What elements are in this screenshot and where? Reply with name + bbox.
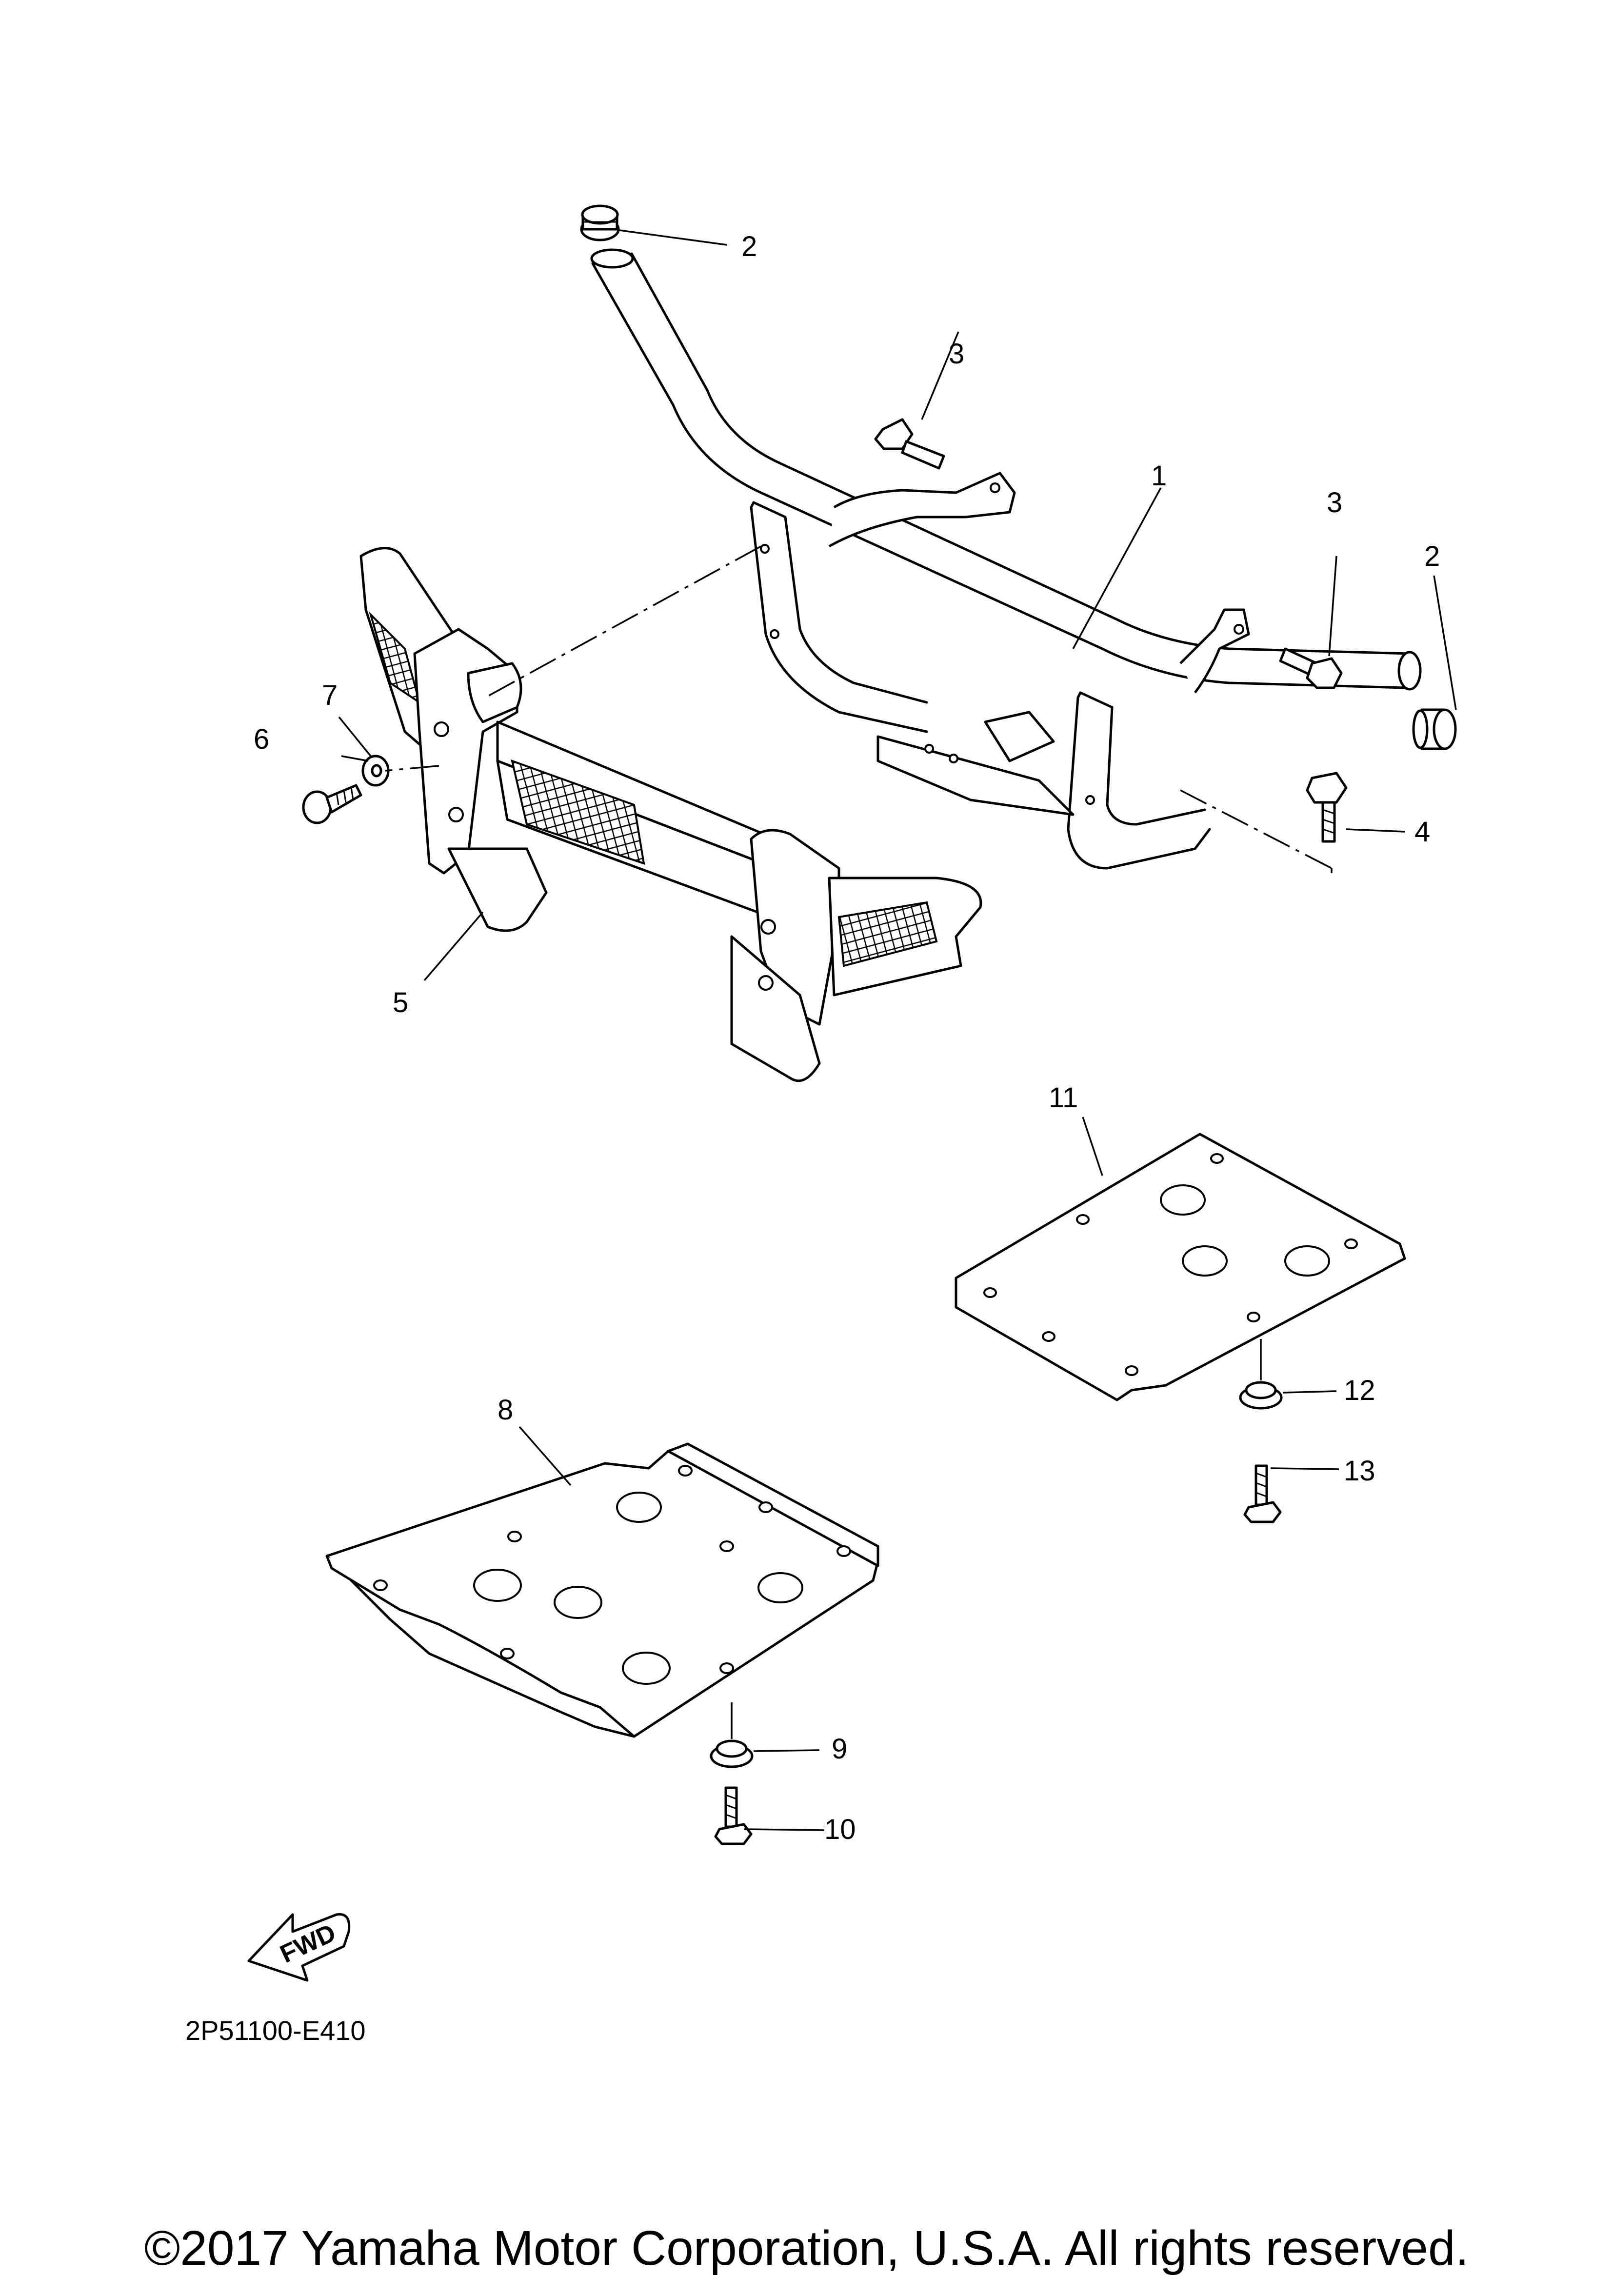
callout-8: 8	[498, 1394, 513, 1426]
copyright-notice: ©2017 Yamaha Motor Corporation, U.S.A. A…	[144, 2221, 1469, 2276]
callout-10: 10	[824, 1814, 856, 1845]
skid-plate-lower	[325, 1442, 879, 1738]
bolt-upper-left	[874, 418, 945, 470]
callout-labels: 1 2 2 3 3 4 5 6 7 8 9 10 11 12 13	[254, 231, 1440, 1845]
alignment-lines	[385, 545, 1333, 873]
bolt-lower-plate	[714, 1786, 753, 1845]
callout-2-top: 2	[741, 231, 757, 262]
callout-13: 13	[1344, 1455, 1375, 1487]
callout-5: 5	[393, 987, 408, 1018]
callout-3-right: 3	[1327, 487, 1342, 519]
screw-left	[302, 784, 362, 824]
end-cap-right	[1412, 708, 1457, 750]
bolt-upper-plate	[1243, 1464, 1282, 1523]
skid-plate-upper	[955, 1133, 1406, 1401]
callout-6: 6	[254, 723, 269, 755]
bolt-right-side	[1306, 772, 1348, 843]
grommet-upper	[1239, 1381, 1283, 1410]
end-cap-left	[580, 204, 620, 241]
callout-12: 12	[1344, 1375, 1375, 1406]
bolt-upper-right	[1279, 647, 1343, 689]
callout-2-right: 2	[1424, 540, 1440, 572]
fwd-arrow-icon: FWD	[247, 1913, 351, 1982]
callout-9: 9	[832, 1733, 847, 1765]
leader-lines	[338, 229, 1457, 1831]
callout-7: 7	[322, 679, 338, 711]
callout-11: 11	[1049, 1082, 1078, 1114]
callout-4: 4	[1414, 816, 1430, 848]
front-guard-tube	[590, 248, 1422, 870]
callout-3-top: 3	[949, 338, 964, 370]
grommet-lower	[710, 1739, 754, 1768]
front-bumper	[359, 547, 982, 1082]
diagram-code: 2P51100-E410	[185, 2015, 366, 2046]
callout-1: 1	[1151, 460, 1167, 492]
